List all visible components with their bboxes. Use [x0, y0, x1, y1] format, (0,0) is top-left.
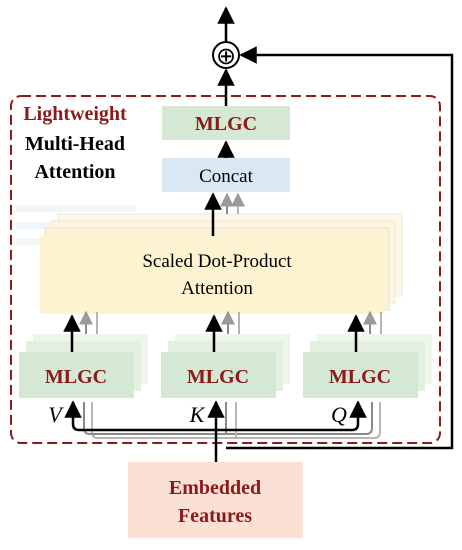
mlgc-q-block: [303, 352, 418, 398]
arrow-input-to-q: [216, 400, 367, 432]
input-label-line-1: Embedded: [169, 477, 261, 499]
concat-block: [162, 158, 290, 192]
attention-block: [40, 236, 384, 314]
label-k: K: [189, 402, 206, 427]
mlgc-v-label: MLGC: [45, 366, 107, 388]
concat-label: Concat: [199, 166, 254, 187]
label-q: Q: [331, 402, 347, 427]
mlgc-top-label: MLGC: [195, 113, 257, 135]
mlgc-top-block: [162, 106, 290, 140]
mlgc-k-label: MLGC: [187, 366, 249, 388]
add-icon: ⊕: [216, 42, 236, 70]
title-line-1: Lightweight: [23, 103, 127, 125]
mlgc-v-block: [19, 352, 134, 398]
arrow-input-to-v: [64, 400, 216, 432]
mlgc-q-label: MLGC: [329, 366, 391, 388]
residual-connection: [226, 46, 454, 450]
title-line-2: Multi-Head: [25, 133, 125, 155]
label-v: V: [48, 402, 64, 427]
title-line-3: Attention: [34, 161, 115, 183]
attention-label-line-2: Attention: [181, 278, 253, 299]
attention-label-line-1: Scaled Dot-Product: [142, 251, 292, 272]
mlgc-k-block: [161, 352, 276, 398]
ghost-input-branches: [83, 402, 381, 439]
input-label-line-2: Features: [178, 505, 252, 527]
input-block: [128, 462, 303, 538]
